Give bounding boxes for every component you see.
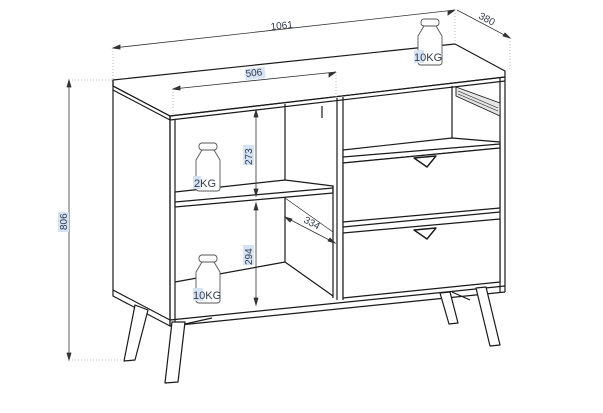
load-label-upper-shelf: 2KG bbox=[194, 178, 216, 190]
triangle-handle-upper bbox=[413, 155, 437, 168]
cabinet-left-side bbox=[112, 80, 171, 327]
dim-lower-shelf-height-label: 294 bbox=[244, 248, 255, 265]
leg-back-left bbox=[123, 304, 149, 362]
dim-shelf-depth-label: 334 bbox=[302, 215, 322, 233]
dim-inner-width-label: 506 bbox=[245, 67, 263, 80]
triangle-handle-lower bbox=[413, 227, 437, 240]
load-label-bottom-shelf: 10KG bbox=[193, 290, 221, 302]
dim-width-label: 1061 bbox=[270, 20, 294, 33]
dim-height-label: 806 bbox=[59, 213, 70, 230]
drawer-lower bbox=[342, 218, 501, 299]
drawer-slide bbox=[455, 86, 501, 117]
drawer-upper bbox=[342, 147, 501, 228]
cabinet-top bbox=[112, 43, 506, 117]
dim-upper-shelf-height-label: 273 bbox=[244, 148, 255, 165]
leg-front-right bbox=[475, 286, 501, 347]
weight-icon-upper-shelf bbox=[195, 142, 221, 192]
dim-depth-label: 380 bbox=[477, 11, 497, 29]
leg-front-left bbox=[164, 321, 186, 384]
leg-back-right bbox=[439, 291, 459, 325]
load-label-top: 10KG bbox=[414, 52, 442, 64]
